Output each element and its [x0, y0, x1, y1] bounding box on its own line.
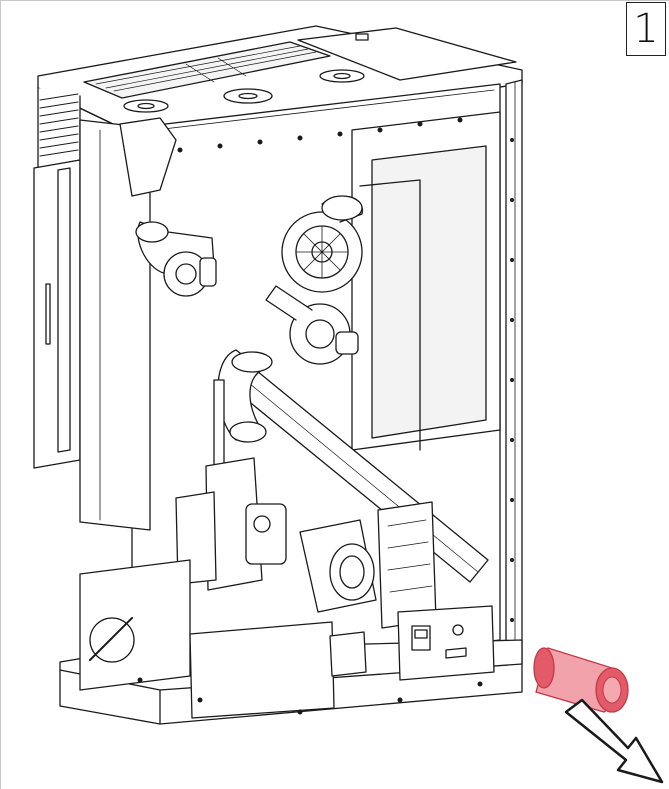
exhaust-fan [281, 195, 363, 293]
ambient-fan [135, 221, 217, 297]
step-number-box: 1 [626, 2, 666, 56]
left-side-panel [33, 159, 81, 469]
smoke-pipe-part [533, 647, 629, 713]
step-number: 1 [633, 6, 659, 52]
grille-icon [83, 41, 331, 99]
removal-arrow-icon [564, 698, 664, 784]
vertical-pipe [213, 379, 225, 471]
control-board [377, 501, 437, 629]
bottom-outlet-duct [299, 519, 377, 613]
top-cover-plate [297, 27, 517, 81]
right-side-panel [505, 79, 523, 669]
side-louvre-panel [37, 87, 81, 169]
air-duct [217, 349, 273, 443]
frame-left-border [0, 0, 1, 789]
combustion-fan [265, 285, 359, 365]
ash-compartment [79, 559, 191, 691]
frame-top-border [0, 0, 669, 1]
chassis-bolts [137, 117, 514, 715]
control-panel-box [397, 605, 495, 681]
bottom-cover-plate [189, 621, 335, 719]
